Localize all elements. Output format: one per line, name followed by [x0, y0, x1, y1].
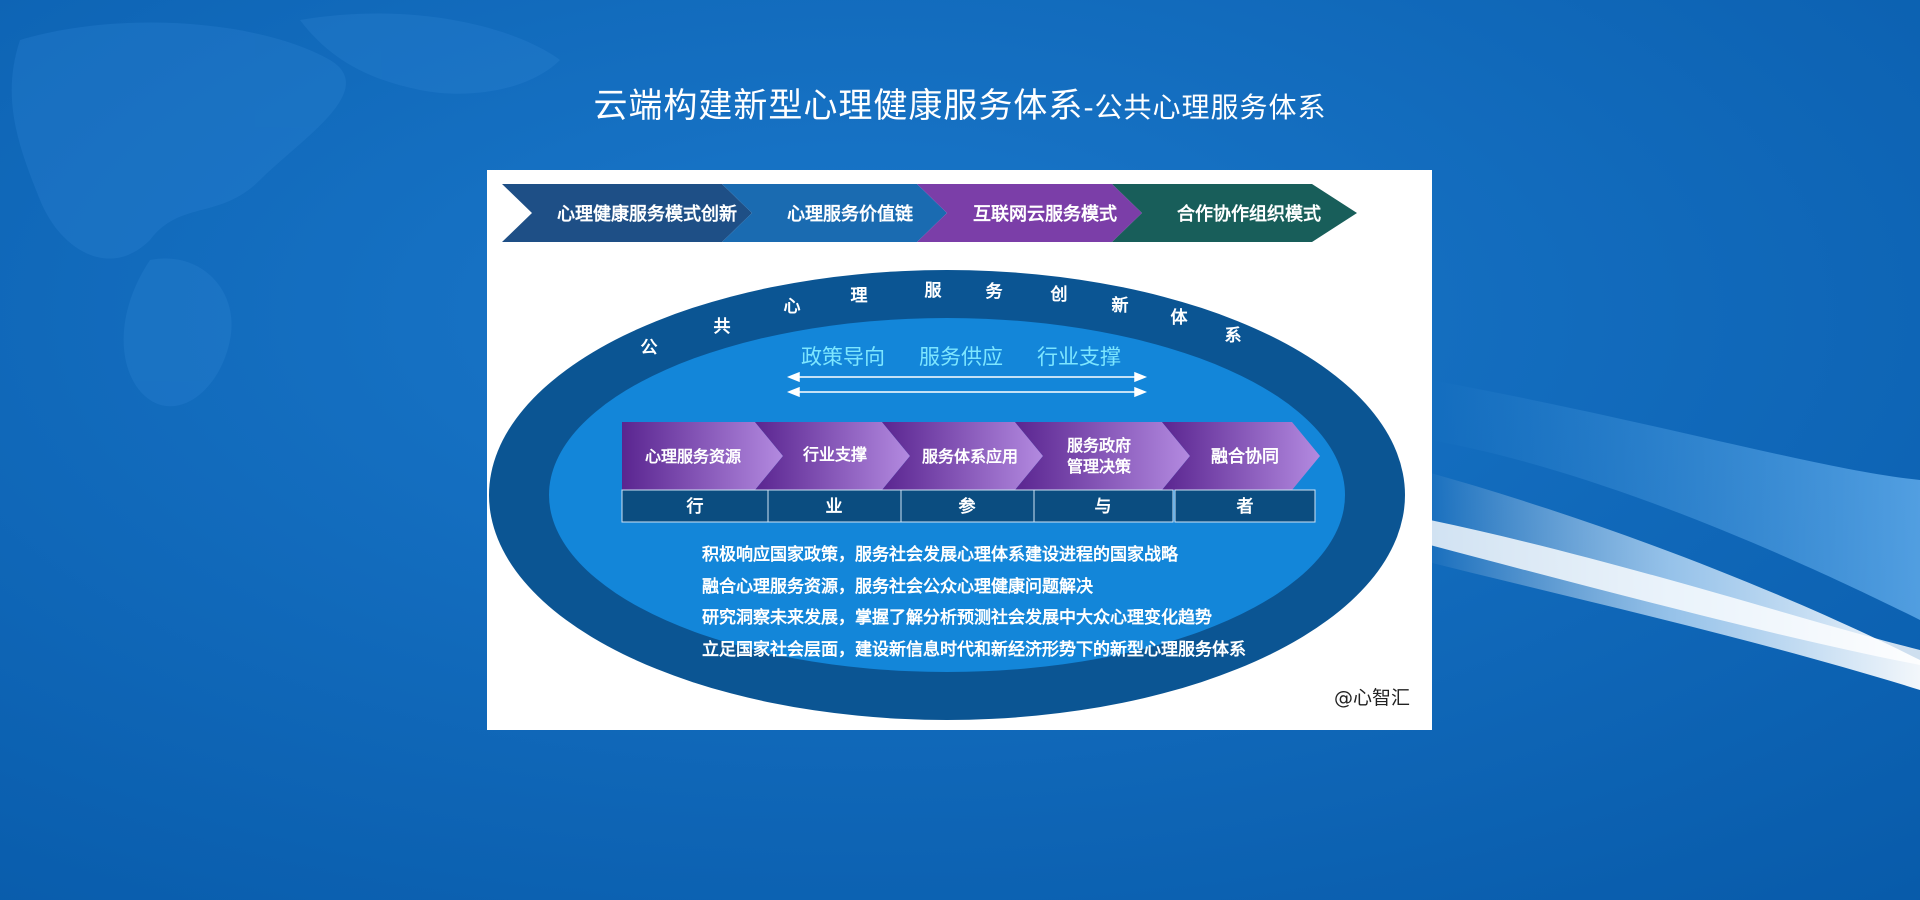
process-label-5: 融合协同 — [1211, 446, 1279, 467]
bullet-item-2: 融合心理服务资源，服务社会公众心理健康问题解决 — [702, 576, 1093, 597]
participant-char: 行 — [686, 496, 704, 517]
bullet-item-4: 立足国家社会层面，建设新信息时代和新经济形势下的新型心理服务体系 — [702, 639, 1246, 660]
credit-watermark: @心智汇 — [1333, 687, 1410, 709]
process-chevron-1 — [622, 422, 783, 490]
ring-char: 务 — [986, 281, 1004, 302]
guidance-item-1: 政策导向 — [801, 345, 885, 369]
diagram-card: 心理健康服务模式创新 心理服务价值链 互联网云服务模式 合作协作组织模式 公 共… — [487, 170, 1432, 730]
top-arrow-label-3: 互联网云服务模式 — [973, 203, 1117, 225]
ring-char: 体 — [1171, 307, 1189, 328]
top-arrow-4 — [1112, 184, 1357, 242]
participant-char: 业 — [826, 497, 843, 517]
process-label-2: 行业支撑 — [802, 445, 867, 464]
process-label-1: 心理服务资源 — [645, 447, 741, 466]
process-chevron-row: 心理服务资源 行业支撑 服务体系应用 服务政府 管理决策 融合协同 — [622, 422, 1320, 490]
page-title-main: 云端构建新型心理健康服务体系 — [593, 86, 1084, 126]
process-label-4b: 管理决策 — [1067, 457, 1132, 476]
process-label-3: 服务体系应用 — [922, 447, 1018, 466]
world-map-decoration — [11, 13, 560, 407]
process-chevron-2 — [755, 422, 910, 490]
participant-char: 参 — [959, 496, 976, 517]
participants-row: 行 业 参 与 者 — [621, 489, 1316, 523]
ring-char: 服 — [925, 281, 943, 301]
page-title: 云端构建新型心理健康服务体系-公共心理服务体系 — [0, 78, 1920, 127]
top-arrow-label-2: 心理服务价值链 — [787, 203, 914, 225]
bullet-item-3: 研究洞察未来发展，掌握了解分析预测社会发展中大众心理变化趋势 — [702, 608, 1212, 628]
ring-char: 新 — [1112, 295, 1129, 316]
process-chevron-3 — [882, 422, 1043, 490]
top-arrow-2 — [722, 184, 947, 242]
ring-char: 理 — [851, 286, 868, 306]
ring-char: 心 — [784, 297, 801, 317]
ring-char: 系 — [1225, 326, 1242, 346]
bullet-list: 积极响应国家政策，服务社会发展心理体系建设进程的国家战略 融合心理服务资源，服务… — [702, 540, 1246, 666]
participant-cell — [1033, 489, 1174, 523]
ring-char: 共 — [714, 317, 731, 337]
double-arrow-top — [786, 371, 1148, 383]
double-arrow-bottom — [786, 386, 1148, 398]
ring-char: 创 — [1050, 284, 1068, 305]
ring-characters: 公 共 心 理 服 务 创 新 体 系 — [641, 281, 1242, 358]
participant-char: 与 — [1095, 497, 1112, 517]
process-chevron-4 — [1015, 422, 1190, 490]
top-arrow-row: 心理健康服务模式创新 心理服务价值链 互联网云服务模式 合作协作组织模式 — [502, 184, 1357, 242]
top-arrow-1 — [502, 184, 752, 242]
participant-cell — [621, 489, 769, 523]
guidance-block: 政策导向 服务供应 行业支撑 — [786, 345, 1148, 398]
top-arrow-label-4: 合作协作组织模式 — [1177, 203, 1321, 225]
page-title-sub: -公共心理服务体系 — [1083, 91, 1327, 124]
participant-cell — [900, 489, 1035, 523]
process-label-4a: 服务政府 — [1067, 436, 1131, 455]
participant-cell — [1174, 489, 1316, 523]
ring-char: 公 — [641, 338, 658, 358]
guidance-item-2: 服务供应 — [919, 345, 1003, 369]
process-chevron-5 — [1162, 422, 1320, 490]
diagram-svg: 心理健康服务模式创新 心理服务价值链 互联网云服务模式 合作协作组织模式 公 共… — [489, 184, 1405, 720]
participant-char: 者 — [1236, 496, 1254, 517]
bullet-item-1: 积极响应国家政策，服务社会发展心理体系建设进程的国家战略 — [702, 545, 1178, 565]
guidance-item-3: 行业支撑 — [1037, 345, 1121, 369]
top-arrow-3 — [917, 184, 1142, 242]
top-arrow-label-1: 心理健康服务模式创新 — [557, 203, 737, 225]
